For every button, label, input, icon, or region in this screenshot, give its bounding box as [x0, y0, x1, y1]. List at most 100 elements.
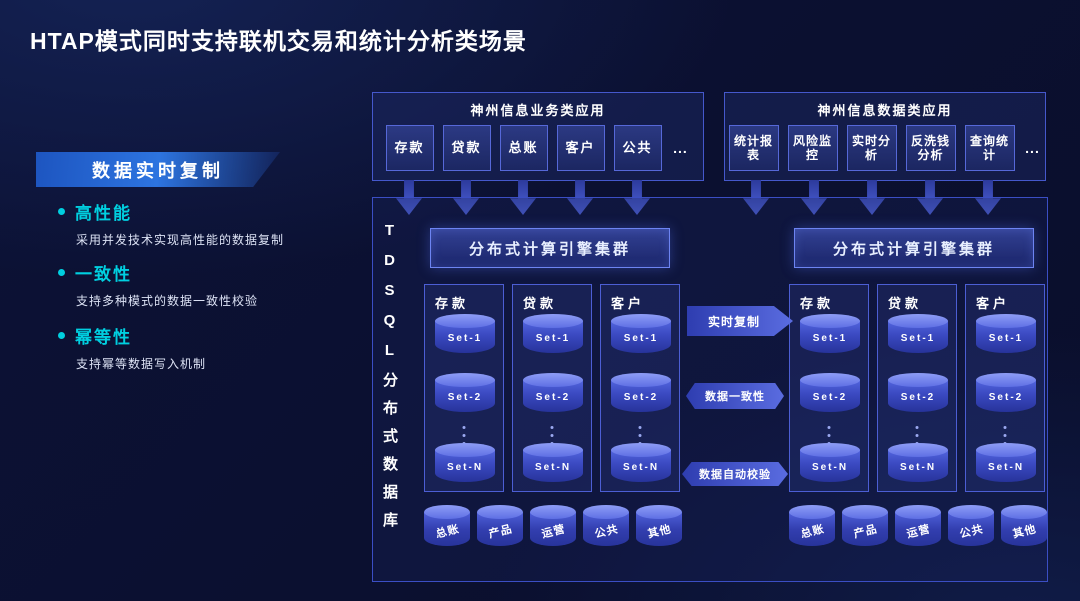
tdsql-label: TDSQL分布式数据库 — [381, 222, 398, 540]
db-cylinder-other-right: 其他 — [1001, 505, 1047, 546]
app-item-aml: 反洗钱分析 — [905, 125, 956, 171]
app-item-customer: 客户 — [556, 125, 605, 171]
set-label: Set-1 — [447, 333, 483, 344]
set-label: Set-2 — [447, 392, 483, 403]
db-set-cylinder: Set-2 — [611, 373, 671, 412]
app-item-more: ... — [1025, 139, 1040, 156]
db-group-label: 客户 — [976, 296, 1011, 311]
db-group-label: 贷款 — [888, 296, 923, 311]
db-cylinder-label: 总账 — [434, 523, 461, 541]
db-set-cylinder: Set-2 — [435, 373, 495, 412]
db-cylinder-ledger-right: 总账 — [789, 505, 835, 546]
banner-label: 数据实时复制 — [92, 160, 224, 181]
db-set-cylinder: Set-N — [800, 443, 860, 482]
business-apps-title: 神州信息业务类应用 — [470, 103, 606, 118]
bullet-heading-label: 高性能 — [75, 204, 132, 223]
bullet-heading-performance: 高性能 — [58, 199, 132, 224]
set-label: Set-2 — [988, 392, 1024, 403]
db-group-deposit-right: 存款 Set-1 Set-2 Set-N — [789, 284, 869, 492]
db-cylinder-operation-left: 运营 — [530, 505, 576, 546]
db-set-cylinder: Set-N — [435, 443, 495, 482]
db-cylinder-label: 其他 — [646, 523, 673, 541]
bullet-heading-label: 一致性 — [75, 265, 132, 284]
bullet-icon — [58, 208, 65, 215]
db-group-loan-left: 贷款 Set-1 Set-2 Set-N — [512, 284, 592, 492]
db-cylinder-label: 产品 — [487, 523, 514, 541]
db-set-cylinder: Set-2 — [888, 373, 948, 412]
set-label: Set-2 — [623, 392, 659, 403]
engine-cluster-left: 分布式计算引擎集群 — [430, 228, 670, 268]
db-group-label: 贷款 — [523, 296, 558, 311]
db-set-cylinder: Set-N — [611, 443, 671, 482]
bullet-heading-label: 幂等性 — [75, 328, 132, 347]
db-group-customer-left: 客户 Set-1 Set-2 Set-N — [600, 284, 680, 492]
set-label: Set-2 — [535, 392, 571, 403]
db-group-customer-right: 客户 Set-1 Set-2 Set-N — [965, 284, 1045, 492]
db-cylinder-label: 产品 — [852, 523, 879, 541]
bullet-desc-consistency: 支持多种模式的数据一致性校验 — [76, 294, 259, 308]
set-label: Set-1 — [988, 333, 1024, 344]
link-auto-verification: 数据自动校验 — [682, 462, 788, 486]
app-item-ledger: 总账 — [499, 125, 548, 171]
db-group-deposit-left: 存款 Set-1 Set-2 Set-N — [424, 284, 504, 492]
db-cylinder-label: 总账 — [799, 523, 826, 541]
data-apps-panel: 神州信息数据类应用 统计报表 风险监控 实时分析 反洗钱分析 查询统计 ... — [724, 92, 1046, 181]
banner-data-replication: 数据实时复制 — [36, 152, 280, 187]
set-label: Set-1 — [535, 333, 571, 344]
app-item-loan: 贷款 — [442, 125, 491, 171]
db-cylinder-label: 公共 — [593, 523, 620, 541]
app-item-realtime: 实时分析 — [846, 125, 897, 171]
db-cylinder-operation-right: 运营 — [895, 505, 941, 546]
db-cylinder-public-right: 公共 — [948, 505, 994, 546]
bullet-desc-idempotency: 支持幂等数据写入机制 — [76, 357, 207, 371]
db-set-cylinder: Set-1 — [976, 314, 1036, 353]
link-data-consistency: 数据一致性 — [686, 383, 784, 409]
db-cylinder-label: 运营 — [905, 523, 932, 541]
app-item-more: ... — [673, 139, 688, 156]
set-label: Set-2 — [900, 392, 936, 403]
app-item-query: 查询统计 — [964, 125, 1015, 171]
db-cylinder-other-left: 其他 — [636, 505, 682, 546]
db-set-cylinder: Set-N — [523, 443, 583, 482]
link-realtime-replication: 实时复制 — [687, 306, 793, 336]
db-group-loan-right: 贷款 Set-1 Set-2 Set-N — [877, 284, 957, 492]
app-item-report: 统计报表 — [728, 125, 779, 171]
data-apps-title: 神州信息数据类应用 — [817, 103, 953, 118]
set-label: Set-1 — [900, 333, 936, 344]
db-set-cylinder: Set-1 — [435, 314, 495, 353]
db-set-cylinder: Set-2 — [523, 373, 583, 412]
set-label: Set-N — [987, 462, 1025, 473]
db-set-cylinder: Set-1 — [611, 314, 671, 353]
db-group-label: 存款 — [800, 296, 835, 311]
app-item-deposit: 存款 — [385, 125, 434, 171]
db-set-cylinder: Set-2 — [976, 373, 1036, 412]
app-item-risk: 风险监控 — [787, 125, 838, 171]
db-set-cylinder: Set-1 — [800, 314, 860, 353]
set-label: Set-N — [811, 462, 849, 473]
business-apps-items: 存款 贷款 总账 客户 公共 ... — [373, 125, 703, 171]
db-set-cylinder: Set-2 — [800, 373, 860, 412]
db-set-cylinder: Set-1 — [888, 314, 948, 353]
bullet-heading-idempotency: 幂等性 — [58, 323, 132, 348]
bullet-desc-performance: 采用并发技术实现高性能的数据复制 — [76, 233, 285, 247]
set-label: Set-N — [446, 462, 484, 473]
db-group-label: 存款 — [435, 296, 470, 311]
app-item-public: 公共 — [613, 125, 662, 171]
db-cylinder-label: 运营 — [540, 523, 567, 541]
bullet-icon — [58, 332, 65, 339]
db-cylinder-ledger-left: 总账 — [424, 505, 470, 546]
engine-cluster-right: 分布式计算引擎集群 — [794, 228, 1034, 268]
set-label: Set-N — [899, 462, 937, 473]
set-label: Set-1 — [623, 333, 659, 344]
db-cylinder-product-right: 产品 — [842, 505, 888, 546]
db-set-cylinder: Set-N — [976, 443, 1036, 482]
db-cylinder-label: 其他 — [1011, 523, 1038, 541]
data-apps-items: 统计报表 风险监控 实时分析 反洗钱分析 查询统计 ... — [725, 125, 1045, 171]
set-label: Set-N — [622, 462, 660, 473]
db-set-cylinder: Set-N — [888, 443, 948, 482]
set-label: Set-2 — [812, 392, 848, 403]
db-cylinder-label: 公共 — [958, 523, 985, 541]
db-group-label: 客户 — [611, 296, 646, 311]
db-cylinder-product-left: 产品 — [477, 505, 523, 546]
